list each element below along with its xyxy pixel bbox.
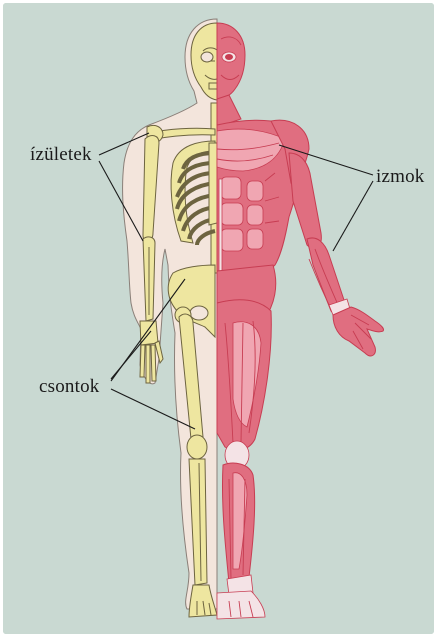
label-bones: csontok [39,376,100,398]
diagram-panel: ízületek izmok csontok [3,3,434,634]
label-muscles: izmok [376,166,425,188]
kneecap [187,435,207,459]
body-figure [3,3,434,634]
label-joints: ízületek [30,144,92,166]
